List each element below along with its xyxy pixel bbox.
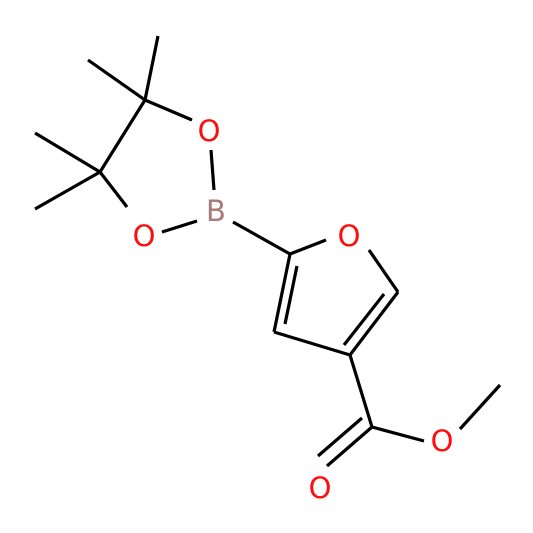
bond-furan-c2-o <box>289 238 327 256</box>
bond-methyl-upper-b <box>87 58 146 102</box>
bond-methyl-lower-b <box>34 170 101 211</box>
bond-o-b-upper <box>209 149 216 191</box>
bond-methyl-upper-a <box>143 35 160 101</box>
atom-o-boronate-lower: O <box>133 219 156 253</box>
bond-carbonyl-double-a <box>325 425 374 468</box>
bond-carbonyl-double-b <box>316 416 364 458</box>
atom-o-ester: O <box>431 424 454 458</box>
bond-furan-o-c5 <box>367 249 400 293</box>
bond-furan-c5-c4 <box>348 291 400 356</box>
atom-o-furan: O <box>338 219 361 253</box>
atom-labels: O O B O O O <box>133 114 454 505</box>
bond-methyl-lower-a <box>34 131 101 174</box>
bond-c-o-lower <box>98 171 129 208</box>
atom-boron: B <box>206 194 226 228</box>
bond-carbonyl-c-o <box>371 425 425 443</box>
bond-b-c-furan <box>232 220 291 256</box>
bond-furan-c4-c3 <box>273 330 351 357</box>
bond-furan-c5-c4-inner <box>342 293 386 346</box>
atom-o-carbonyl: O <box>309 471 332 505</box>
bond-furan-c3-c2-inner <box>283 265 299 325</box>
bond-o-b-lower <box>161 219 198 234</box>
atom-o-boronate-upper: O <box>198 114 221 148</box>
bond-furan-c3-c2 <box>272 253 292 333</box>
bonds <box>34 35 502 468</box>
bond-c4-carbonyl-c <box>348 354 374 428</box>
bond-c-o-upper <box>144 98 193 122</box>
bond-o-methyl <box>458 383 502 431</box>
bond-c-c-pinacol <box>98 99 147 173</box>
